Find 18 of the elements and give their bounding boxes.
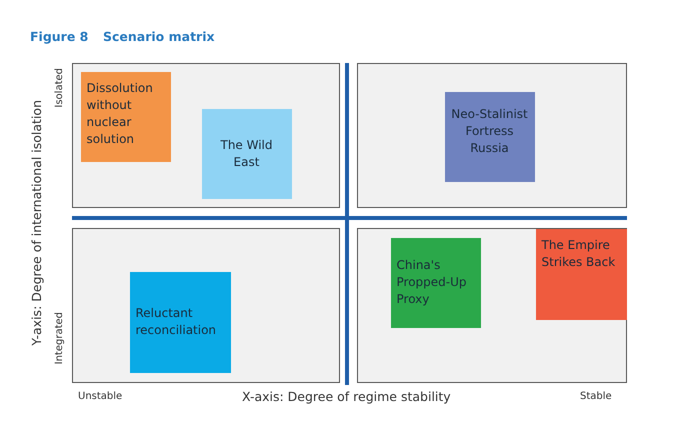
scenario-box: The Wild East (202, 108, 292, 198)
scenario-box: Neo-Stalinist Fortress Russia (444, 92, 534, 182)
quadrant-panel (357, 228, 627, 383)
axis-end-label: Stable (580, 391, 612, 402)
axis-title: Y-axis: Degree of international isolation (29, 100, 44, 346)
axis-end-label: Isolated (54, 68, 65, 108)
axis-title: X-axis: Degree of regime stability (242, 389, 451, 404)
scenario-box: Dissolution without nuclear solution (80, 72, 170, 162)
scenario-box: The Empire Strikes Back (536, 228, 626, 320)
quadrant-panel (72, 228, 340, 383)
quadrant-panel (357, 63, 627, 208)
scenario-box: Reluctant reconciliation (130, 272, 230, 372)
scenario-box: China's Propped-Up Proxy (390, 238, 480, 328)
figure-title: Scenario matrix (103, 29, 215, 44)
figure-number: Figure 8 (30, 29, 88, 44)
axis-end-label: Integrated (54, 312, 65, 364)
quadrant-panel (72, 63, 340, 208)
axis-end-label: Unstable (78, 391, 122, 402)
